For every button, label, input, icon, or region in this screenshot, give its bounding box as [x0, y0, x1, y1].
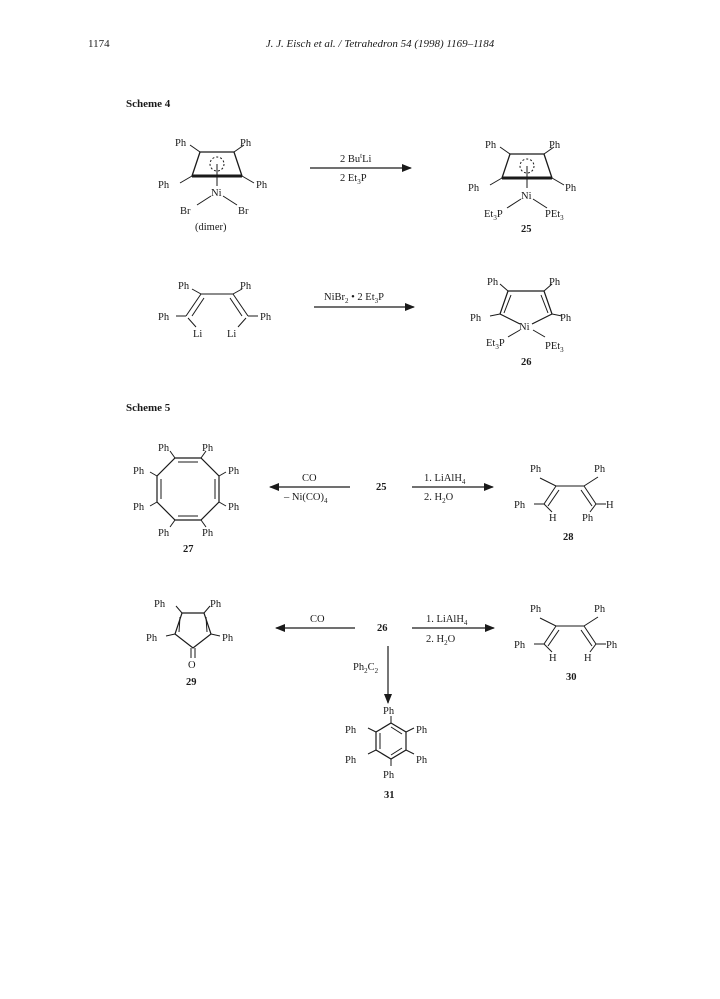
ph-label: Ph [594, 464, 606, 475]
br-label: Br [180, 206, 191, 217]
ni-label: Ni [519, 322, 530, 333]
ph-label: Ph [240, 281, 252, 292]
ph-label: Ph [383, 770, 395, 781]
li-label: Li [227, 329, 236, 340]
compound-number: 29 [186, 677, 197, 688]
ph-label: Ph [485, 140, 497, 151]
aromatic-circle [209, 156, 225, 172]
compound-number: 28 [563, 532, 574, 543]
aromatic-circle [519, 158, 535, 174]
ph-label: Ph [345, 755, 357, 766]
ph-label: Ph [175, 138, 187, 149]
ph-label: Ph [487, 277, 499, 288]
cyclooctatetraene-ring [156, 457, 220, 521]
reagent-butyllithium: 2 ButLi [340, 152, 372, 165]
compound-number: 25 [376, 482, 387, 493]
reagent-triethylphosphine: 2 Et3P [340, 173, 367, 186]
compound-number: 25 [521, 224, 532, 235]
reagent-water: 2. H2O [426, 634, 456, 647]
ph-label: Ph [158, 443, 170, 454]
ph-label: Ph [470, 313, 482, 324]
ph-label: Ph [565, 183, 577, 194]
reagent-nickel-bromide: NiBr2 • 2 Et3P [324, 292, 384, 305]
ph-label: Ph [514, 640, 526, 651]
scheme-4-title: Scheme 4 [126, 98, 171, 110]
compound-number: 27 [183, 544, 194, 555]
ph-label: Ph [256, 180, 268, 191]
cyclopentadienone-ring [174, 612, 212, 649]
ph-label: Ph [133, 466, 145, 477]
cyclobutadiene-nickel-bromide-dimer: Ph Ph Ph Ph Ni Br Br (dimer) [158, 138, 268, 233]
compound-25: Ph Ph Ph Ph Ni Et3P PEt3 25 [468, 140, 577, 235]
ph-label: Ph [228, 502, 240, 513]
o-label: O [188, 660, 196, 671]
compound-29-tetraphenylcyclopentadienone: Ph Ph Ph Ph O 29 [146, 599, 234, 688]
h-label: H [549, 653, 557, 664]
ph-label: Ph [154, 599, 166, 610]
ph-label: Ph [202, 443, 214, 454]
compound-number: 31 [384, 790, 395, 801]
dilithio-tetraphenylbutadiene: Ph Ph Ph Ph Li Li [158, 281, 272, 340]
ph-label: Ph [133, 502, 145, 513]
compound-31-hexaphenylbenzene: Ph Ph Ph Ph Ph Ph 31 [345, 706, 428, 801]
ni-label: Ni [521, 191, 532, 202]
running-title: J. J. Eisch et al. / Tetrahedron 54 (199… [265, 38, 495, 50]
ph-label: Ph [514, 500, 526, 511]
ph-label: Ph [416, 755, 428, 766]
ph-label: Ph [530, 464, 542, 475]
compound-number: 26 [521, 357, 532, 368]
ph-label: Ph [240, 138, 252, 149]
reagent-co: CO [302, 473, 317, 484]
ph-label: Ph [416, 725, 428, 736]
ph-label: Ph [582, 513, 594, 524]
ph-label: Ph [210, 599, 222, 610]
reagent-nickel-carbonyl: – Ni(CO)4 [283, 492, 328, 505]
ph-label: Ph [158, 312, 170, 323]
scheme-5-title: Scheme 5 [126, 402, 171, 414]
compound-26: Ph Ph Ph Ph Ni Et3P PEt3 26 [470, 277, 572, 368]
ph-label: Ph [606, 640, 618, 651]
li-label: Li [193, 329, 202, 340]
dimer-note: (dimer) [195, 222, 227, 233]
compound-number: 30 [566, 672, 577, 683]
ph-label: Ph [158, 528, 170, 539]
ph-label: Ph [549, 140, 561, 151]
h-label: H [549, 513, 557, 524]
ph-label: Ph [530, 604, 542, 615]
ph-label: Ph [222, 633, 234, 644]
compound-30-tetraphenylbutadiene: Ph Ph Ph H H Ph 30 [514, 604, 618, 683]
ph-label: Ph [345, 725, 357, 736]
et3p-label: Et3P [486, 338, 505, 351]
ph-label: Ph [178, 281, 190, 292]
compound-28-tetraphenylbutadiene: Ph Ph Ph H H Ph 28 [514, 464, 614, 543]
ph-label: Ph [560, 313, 572, 324]
reagent-lialh4: 1. LiAlH4 [426, 614, 468, 627]
ph-label: Ph [146, 633, 158, 644]
reagent-diphenylacetylene: Ph2C2 [353, 662, 379, 675]
ph-label: Ph [549, 277, 561, 288]
ph-label: Ph [158, 180, 170, 191]
ph-label: Ph [468, 183, 480, 194]
pet3-label: PEt3 [545, 341, 564, 354]
ph-label: Ph [260, 312, 272, 323]
reagent-co: CO [310, 614, 325, 625]
ni-label: Ni [211, 188, 222, 199]
compound-27-octaphenylcyclooctatetraene: Ph Ph Ph Ph Ph Ph Ph Ph 27 [133, 443, 240, 555]
h-label: H [584, 653, 592, 664]
reagent-lialh4: 1. LiAlH4 [424, 473, 466, 486]
pet3-label: PEt3 [545, 209, 564, 222]
reagent-water: 2. H2O [424, 492, 454, 505]
compound-number: 26 [377, 623, 388, 634]
page-number: 1174 [88, 38, 110, 50]
ph-label: Ph [383, 706, 395, 717]
ph-label: Ph [594, 604, 606, 615]
ph-label: Ph [202, 528, 214, 539]
h-label: H [606, 500, 614, 511]
br-label: Br [238, 206, 249, 217]
ph-label: Ph [228, 466, 240, 477]
et3p-label: Et3P [484, 209, 503, 222]
